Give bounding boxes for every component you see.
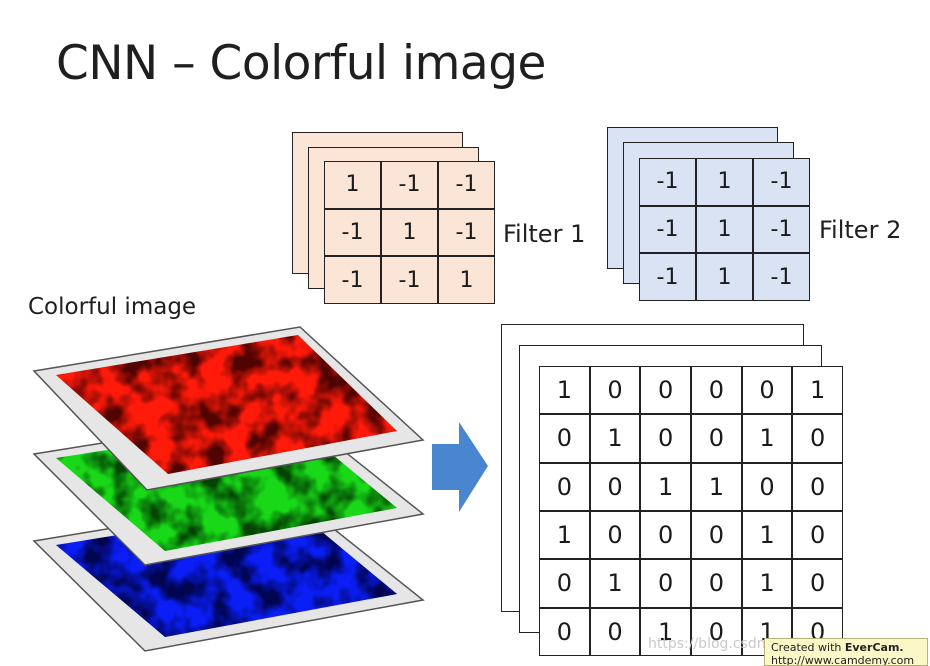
filter2-cell: -1 bbox=[753, 205, 810, 254]
input-cell: 0 bbox=[792, 510, 843, 560]
filter1-cell: 1 bbox=[381, 208, 438, 257]
input-cell: 0 bbox=[691, 510, 742, 560]
input-cell: 0 bbox=[539, 414, 590, 463]
filter1-cell: -1 bbox=[438, 161, 495, 209]
input-cell: 0 bbox=[792, 559, 843, 608]
input-cell: 1 bbox=[589, 414, 641, 463]
input-cell: 0 bbox=[589, 366, 641, 415]
filter2-cell: 1 bbox=[696, 205, 753, 254]
input-cell: 0 bbox=[792, 414, 843, 463]
input-cell: 0 bbox=[640, 414, 691, 463]
evercam-badge: Created with EverCam. http://www.camdemy… bbox=[764, 638, 928, 666]
filter1-cell: 1 bbox=[438, 256, 495, 304]
filter1-cell: -1 bbox=[324, 208, 381, 257]
filter2-cell: 1 bbox=[696, 253, 753, 301]
filter1-cell: -1 bbox=[381, 256, 438, 304]
filter1-cell: -1 bbox=[324, 256, 381, 304]
input-cell: 0 bbox=[539, 559, 590, 608]
filter1-cell: -1 bbox=[438, 208, 495, 257]
filter-1-label: Filter 1 bbox=[503, 220, 586, 248]
input-cell: 0 bbox=[691, 414, 742, 463]
arrow-right-icon bbox=[432, 422, 488, 512]
red-channel-layer bbox=[32, 326, 425, 491]
input-cell: 1 bbox=[741, 414, 793, 463]
input-cell: 0 bbox=[589, 607, 641, 656]
input-cell: 1 bbox=[792, 366, 843, 415]
input-cell: 1 bbox=[640, 462, 691, 511]
filter2-cell: -1 bbox=[753, 253, 810, 301]
input-cell: 0 bbox=[741, 366, 793, 415]
input-cell: 0 bbox=[589, 462, 641, 511]
input-cell: 1 bbox=[589, 559, 641, 608]
colorful-image-label: Colorful image bbox=[28, 294, 197, 320]
input-cell: 0 bbox=[792, 462, 843, 511]
filter2-cell: -1 bbox=[639, 253, 696, 301]
input-cell: 0 bbox=[589, 510, 641, 560]
input-cell: 0 bbox=[539, 462, 590, 511]
filter-2-label: Filter 2 bbox=[819, 216, 902, 244]
input-cell: 0 bbox=[640, 559, 691, 608]
input-cell: 0 bbox=[691, 607, 742, 656]
evercam-line1-prefix: Created with bbox=[771, 641, 845, 654]
filter1-cell: -1 bbox=[381, 161, 438, 209]
filter2-cell: 1 bbox=[696, 158, 753, 206]
input-cell: 1 bbox=[741, 559, 793, 608]
evercam-url: http://www.camdemy.com bbox=[771, 654, 915, 666]
input-cell: 0 bbox=[741, 462, 793, 511]
page-title: CNN – Colorful image bbox=[56, 36, 546, 91]
input-cell: 0 bbox=[691, 366, 742, 415]
input-cell: 0 bbox=[539, 607, 590, 656]
filter2-cell: -1 bbox=[753, 158, 810, 206]
input-cell: 1 bbox=[539, 366, 590, 415]
filter1-cell: 1 bbox=[324, 161, 381, 209]
input-cell: 0 bbox=[691, 559, 742, 608]
input-cell: 1 bbox=[691, 462, 742, 511]
filter2-cell: -1 bbox=[639, 205, 696, 254]
input-cell: 1 bbox=[640, 607, 691, 656]
input-cell: 0 bbox=[640, 510, 691, 560]
input-cell: 1 bbox=[539, 510, 590, 560]
evercam-brand: EverCam. bbox=[844, 641, 904, 654]
input-cell: 1 bbox=[741, 510, 793, 560]
filter2-cell: -1 bbox=[639, 158, 696, 206]
input-cell: 0 bbox=[640, 366, 691, 415]
